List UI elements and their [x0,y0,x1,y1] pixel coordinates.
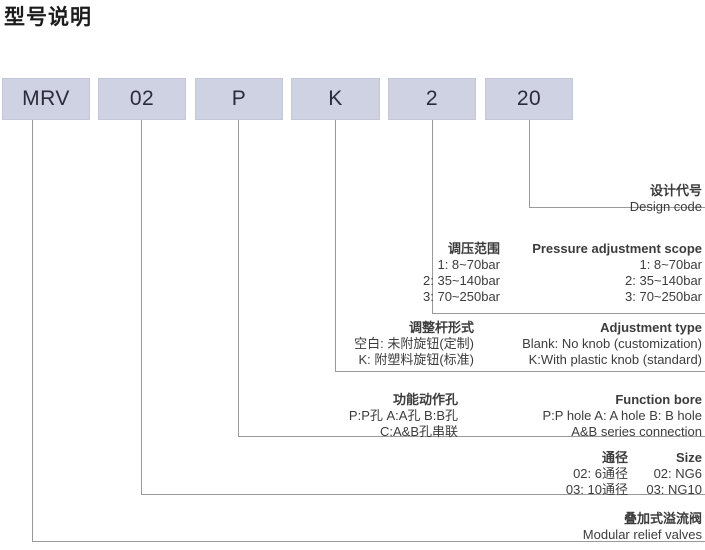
pressure-scope-option-1-en: 1: 8~70bar [639,257,702,272]
adjustment-type-option-1-cn: 空白: 未附旋钮(定制) [354,336,474,351]
code-box-size[interactable]: 02 [98,78,186,120]
connector-vline-product-type [32,120,33,542]
size-option-2-cn: 03: 10通径 [565,482,628,497]
code-box-series[interactable]: MRV [2,78,90,120]
connector-vline-design-code [529,120,530,208]
connector-vline-adjustment-type [335,120,336,372]
page-title: 型号说明 [4,6,92,29]
connector-hline-design-code [529,207,705,208]
connector-vline-size [141,120,142,495]
code-box-design[interactable]: 20 [485,78,573,120]
description-function-bore: 功能动作孔 Function bore P:P孔 A:A孔 B:B孔 P:P hol… [283,392,702,440]
design-code-heading-en: Design code [629,199,702,214]
adjustment-type-option-1-en: Blank: No knob (customization) [522,336,702,351]
design-code-heading-cn: 设计代号 [649,183,702,198]
connector-vline-function-bore [238,120,239,437]
function-bore-heading-cn: 功能动作孔 [392,392,458,407]
size-option-2-en: 03: NG10 [646,482,702,497]
adjustment-type-heading-en: Adjustment type [600,320,702,335]
size-option-1-cn: 02: 6通径 [573,466,628,481]
pressure-scope-option-2-en: 2: 35~140bar [625,273,702,288]
pressure-scope-option-3-cn: 3: 70~250bar [423,289,500,304]
function-bore-option-1-en: P:P hole A: A hole B: B hole [542,408,703,423]
description-adjustment-type: 调整杆形式 Adjustment type 空白: 未附旋钮(定制) Blank: … [319,320,702,368]
pressure-scope-option-3-en: 3: 70~250bar [625,289,702,304]
pressure-scope-heading-en: Pressure adjustment scope [532,241,702,256]
adjustment-type-heading-cn: 调整杆形式 [408,320,474,335]
size-heading-en: Size [675,450,702,465]
pressure-scope-option-2-cn: 2: 35~140bar [423,273,500,288]
description-pressure-scope: 调压范围 Pressure adjustment scope 1: 8~70bar… [300,241,702,305]
adjustment-type-option-2-cn: K: 附塑料旋钮(标准) [358,352,474,367]
function-bore-heading-en: Function bore [615,392,702,407]
description-design-code: 设计代号 Design code [630,183,702,215]
adjustment-type-option-2-en: K:With plastic knob (standard) [528,352,702,367]
size-heading-cn: 通径 [601,450,628,465]
product-type-heading-en: Modular relief valves [582,527,702,542]
code-box-bore[interactable]: P [195,78,283,120]
pressure-scope-heading-cn: 调压范围 [447,241,500,256]
code-box-range[interactable]: 2 [388,78,476,120]
code-box-knob[interactable]: K [291,78,380,120]
function-bore-option-1-cn: P:P孔 A:A孔 B:B孔 [348,408,458,423]
connector-vline-pressure-scope [432,120,433,314]
connector-hline-size [141,494,705,495]
pressure-scope-option-1-cn: 1: 8~70bar [437,257,500,272]
connector-hline-adjustment-type [335,371,705,372]
connector-hline-pressure-scope [432,313,705,314]
size-option-1-en: 02: NG6 [653,466,702,481]
description-product-type: 叠加式溢流阀 Modular relief valves [583,511,702,543]
description-size: 通径 Size 02: 6通径 02: NG6 03: 10通径 03: NG10 [518,450,702,498]
connector-hline-function-bore [238,436,705,437]
product-type-heading-cn: 叠加式溢流阀 [623,511,702,526]
function-bore-option-2-en: A&B series connection [571,424,702,439]
connector-hline-product-type [32,541,705,542]
function-bore-option-2-cn: C:A&B孔串联 [379,424,458,439]
